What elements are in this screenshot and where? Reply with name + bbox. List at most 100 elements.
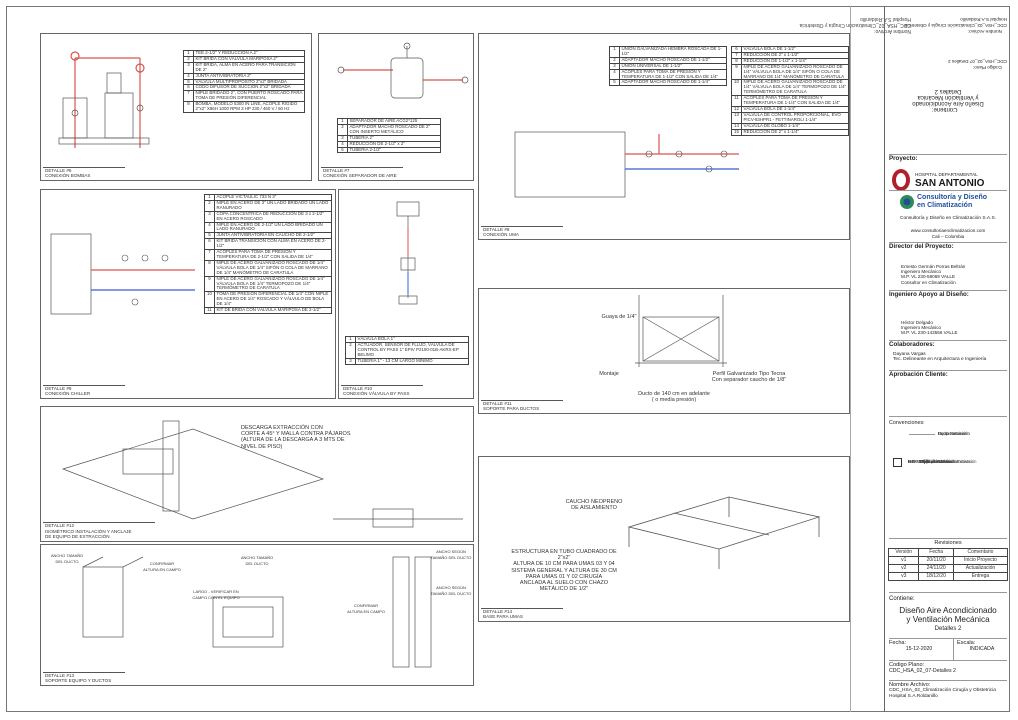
item-description: JUNTA ANTIVIBRATORIA EN CAUCHO DE 2-1/2" — [214, 232, 332, 240]
rev-label: Revisiones — [934, 540, 962, 546]
item-description: NIPLE EN ACERO DE 3" UN LADO BRIDADO UN … — [214, 199, 332, 212]
detail-14-panel: CAUCHO NEOPRENO DE AISLAMIENTO ESTRUCTUR… — [478, 456, 850, 622]
colab-text: Dayana Vargas Tec. Delineante en Arquite… — [893, 352, 987, 363]
detail-14-n2: ESTRUCTURA EN TUBO CUADRADO DE 2"x2" ALT… — [511, 549, 617, 593]
company-logo — [900, 195, 914, 209]
director-label: Director del Proyecto: — [889, 243, 954, 250]
item-description: ACOPLES PARA TOMA DE PRESIÓN Y TEMPERATU… — [619, 68, 727, 81]
codigo-label: Codigo Plano: — [889, 662, 925, 668]
item-description: ACTUADOR, SENSOR DE FLUJO, VÁLVULA DE CO… — [355, 341, 469, 359]
detail-13-caption: DETALLE #13 SOPORTE EQUIPO Y DUCTOS — [43, 671, 125, 683]
revision-cell: 20/11/20 — [918, 556, 954, 565]
item-description: VÁLVULA DE CONTROL PROPORCIONAL, EVO PIC… — [741, 111, 849, 124]
detail-11-ducto: Ducto de 140 cm en adelante ( o media pr… — [638, 391, 710, 404]
detail-7-caption: DETALLE #7 CONEXIÓN SEPARADOR DE AIRE — [321, 166, 403, 178]
item-number: 2 — [204, 199, 215, 212]
item-description: ACOPLE VICTAULIC 733 N 3" — [214, 194, 332, 201]
item-description: NIPLE DE ACERO GALVANIZADO ROSCADO DE 1/… — [214, 259, 332, 277]
item-number: 11 — [204, 307, 215, 314]
archivo-value: CDC_HSA_02_Climatización Cirugía y Obste… — [889, 688, 996, 699]
item-number: 1 — [609, 46, 620, 58]
item-number: 4 — [609, 68, 620, 81]
item-number: 7 — [183, 90, 194, 103]
convention-item: R-L-S: Rejilla Lineal de Suministro — [893, 458, 972, 467]
conv-label: Convenciones: — [889, 420, 925, 426]
company-web: www.consultoriaenclimatizacion.com Cali … — [910, 228, 986, 239]
convention-line: Equipo — [909, 431, 951, 437]
item-number: 10 — [204, 291, 215, 309]
detail-11-caption: DETALLE #11 SOPORTE PARA DUCTOS — [481, 399, 563, 411]
revision-cell: v2 — [887, 564, 920, 573]
revision-header: Comentario — [952, 548, 1009, 557]
item-description: SEPARADOR DE AIRE ACG2*125 — [347, 118, 441, 125]
item-number: 7 — [204, 249, 215, 261]
fecha-value: 15-12-2020 — [905, 646, 933, 652]
detail-6-caption: DETALLE #6 CONEXIÓN BOMBAS — [43, 166, 125, 178]
proyecto-label: Proyecto: — [889, 155, 918, 162]
company-name: Consultoría y Diseño en Climatización — [917, 194, 988, 209]
convention-symbol — [893, 458, 902, 467]
revision-header: Fecha — [918, 548, 954, 557]
header-file-info: Nombre Archivo: CDC_HSA_02_Climatización… — [889, 10, 1007, 40]
line-swatch — [909, 433, 935, 435]
convention-label: R-L-EXT: Rejilla Lineal de Extracción — [908, 459, 977, 465]
item-description: ADAPTADOR MACHO ROSCADO DE 2" CON INSERT… — [347, 123, 441, 136]
item-description: KIT BRIDA CON VÁLVULA MARIPOSA 2" — [193, 55, 305, 63]
detail-13-drawing — [82, 556, 432, 668]
header-code-text: Codigo Plano: CDC_HSA_02_07 Detalles 2 — [948, 59, 1007, 70]
hospital-big: SAN ANTONIO — [915, 178, 985, 189]
item-number: 2 — [345, 341, 356, 359]
convention-label: D4V - Difusor de 4 Vías — [908, 459, 952, 465]
detail-12-drawing — [61, 420, 463, 528]
convention-label: Ducto Retorno — [938, 431, 965, 436]
revision-cell: Actualización — [952, 564, 1009, 573]
hospital-logo — [892, 169, 910, 191]
item-number: 3 — [345, 357, 356, 365]
detail-14-caption: DETALLE #14 BASE PARA UMAS — [481, 607, 563, 619]
detail-13-n6: ANCHO SEGÚN TAMAÑO DEL DUCTO — [430, 549, 472, 561]
item-description: UNIÓN UNIVERSAL DE 1-1/2" — [619, 62, 727, 70]
detail-11-panel: Guaya de 1/4" Montaje Perfil Galvanizado… — [478, 288, 850, 414]
contiene2-value: Diseño Aire Acondicionado y Ventilación … — [899, 606, 997, 624]
side-strip: Nombre Archivo: CDC_HSA_02_Climatización… — [800, 6, 911, 712]
item-number: 3 — [183, 61, 194, 74]
director-text: Ernesto Germán Porras Beltrán Ingeniero … — [901, 264, 966, 285]
item-description: KIT BRIDA, ALMA EN ACERO PARA TRANSICIÓN… — [193, 61, 305, 74]
detail-9-caption: DETALLE #9 CONEXIÓN CHILLER — [43, 384, 125, 396]
revision-header: Versión — [887, 548, 920, 557]
item-description: NIPLE EN ACERO DE 2-1/2" UN LADO BRIDADO… — [214, 221, 332, 234]
codigo-value: CDC_HSA_02_07-Detalles 2 — [889, 668, 956, 674]
detail-6-drawing — [58, 51, 150, 148]
detail-13-n5: CONFIRMAR ALTURA EN CAMPO — [347, 603, 385, 615]
item-number: 8 — [204, 259, 215, 277]
item-description: NIPLE DE ACERO GALVANIZADO ROSCADO DE 1/… — [741, 63, 849, 81]
detail-13-n2: CONFIRMAR ALTURA EN CAMPO — [143, 561, 181, 573]
